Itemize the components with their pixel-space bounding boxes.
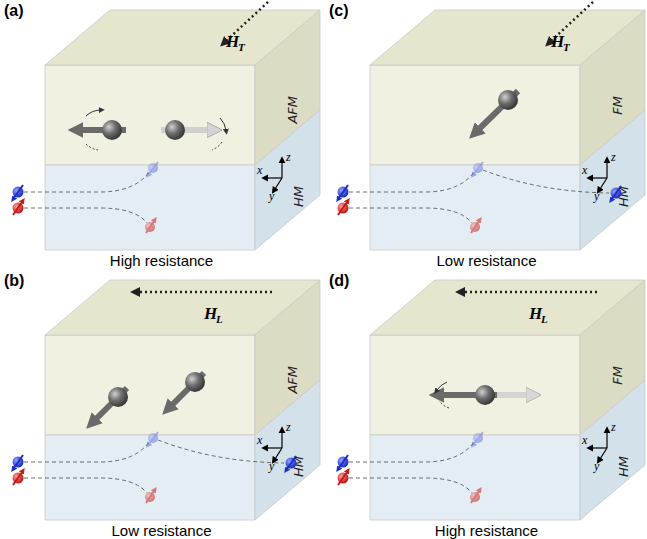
panel-illustration [0, 270, 323, 539]
panel-tag: (c) [329, 2, 349, 20]
layer-face [255, 380, 320, 520]
layer-name: FM [610, 366, 625, 385]
axis-label: x [257, 163, 262, 178]
panel-illustration [325, 270, 647, 539]
field-subscript: T [563, 41, 570, 53]
material-layer: FM [370, 280, 645, 435]
axis-label: x [257, 433, 262, 448]
axis-label: z [286, 150, 291, 165]
layer-face [45, 335, 255, 435]
layer-outline [370, 380, 645, 520]
material-layer: AFM [45, 10, 320, 165]
layer-name: HM [616, 456, 631, 477]
layer-outline [45, 10, 320, 165]
panel-tag: (a) [4, 2, 24, 20]
layer-outline [45, 380, 320, 520]
layer-face [370, 165, 580, 250]
panel-tag: (d) [329, 272, 349, 290]
layer-name: AFM [285, 96, 300, 124]
material-layer: AFM [45, 280, 320, 435]
layer-face [370, 335, 580, 435]
axis-label: x [582, 163, 587, 178]
layer-face [580, 110, 645, 250]
axis-label: y [594, 459, 599, 474]
axis-label: x [582, 433, 587, 448]
material-layer: HM [370, 110, 645, 250]
axis-label: z [286, 420, 291, 435]
layer-face [255, 110, 320, 250]
field-symbol: H [204, 304, 217, 324]
field-subscript: L [541, 313, 548, 325]
field-symbol: H [551, 32, 564, 52]
field-subscript: L [216, 313, 223, 325]
layer-outline [370, 10, 645, 165]
layer-face [45, 435, 255, 520]
layer-outline [370, 280, 645, 435]
axis-label: z [611, 150, 616, 165]
axis-label: y [594, 189, 599, 204]
material-layer: HM [45, 380, 320, 520]
panel-illustration [325, 0, 647, 269]
layer-face [370, 65, 580, 165]
layer-outline [370, 110, 645, 250]
field-subscript: T [238, 41, 245, 53]
layer-face [45, 165, 255, 250]
layer-name: FM [610, 96, 625, 115]
layer-face [370, 435, 580, 520]
material-layer: HM [370, 380, 645, 520]
resistance-caption: High resistance [325, 522, 647, 539]
field-symbol: H [226, 32, 239, 52]
layer-name: HM [291, 186, 306, 207]
axis-label: z [611, 420, 616, 435]
layer-name: AFM [285, 366, 300, 394]
resistance-caption: High resistance [0, 252, 323, 269]
resistance-caption: Low resistance [325, 252, 647, 269]
layer-outline [45, 280, 320, 435]
field-symbol: H [529, 304, 542, 324]
layer-face [580, 380, 645, 520]
axis-label: y [269, 189, 274, 204]
panel-tag: (b) [4, 272, 24, 290]
layer-face [45, 65, 255, 165]
material-layer: FM [370, 10, 645, 165]
panel-illustration [0, 0, 323, 269]
resistance-caption: Low resistance [0, 522, 323, 539]
axis-label: y [269, 459, 274, 474]
